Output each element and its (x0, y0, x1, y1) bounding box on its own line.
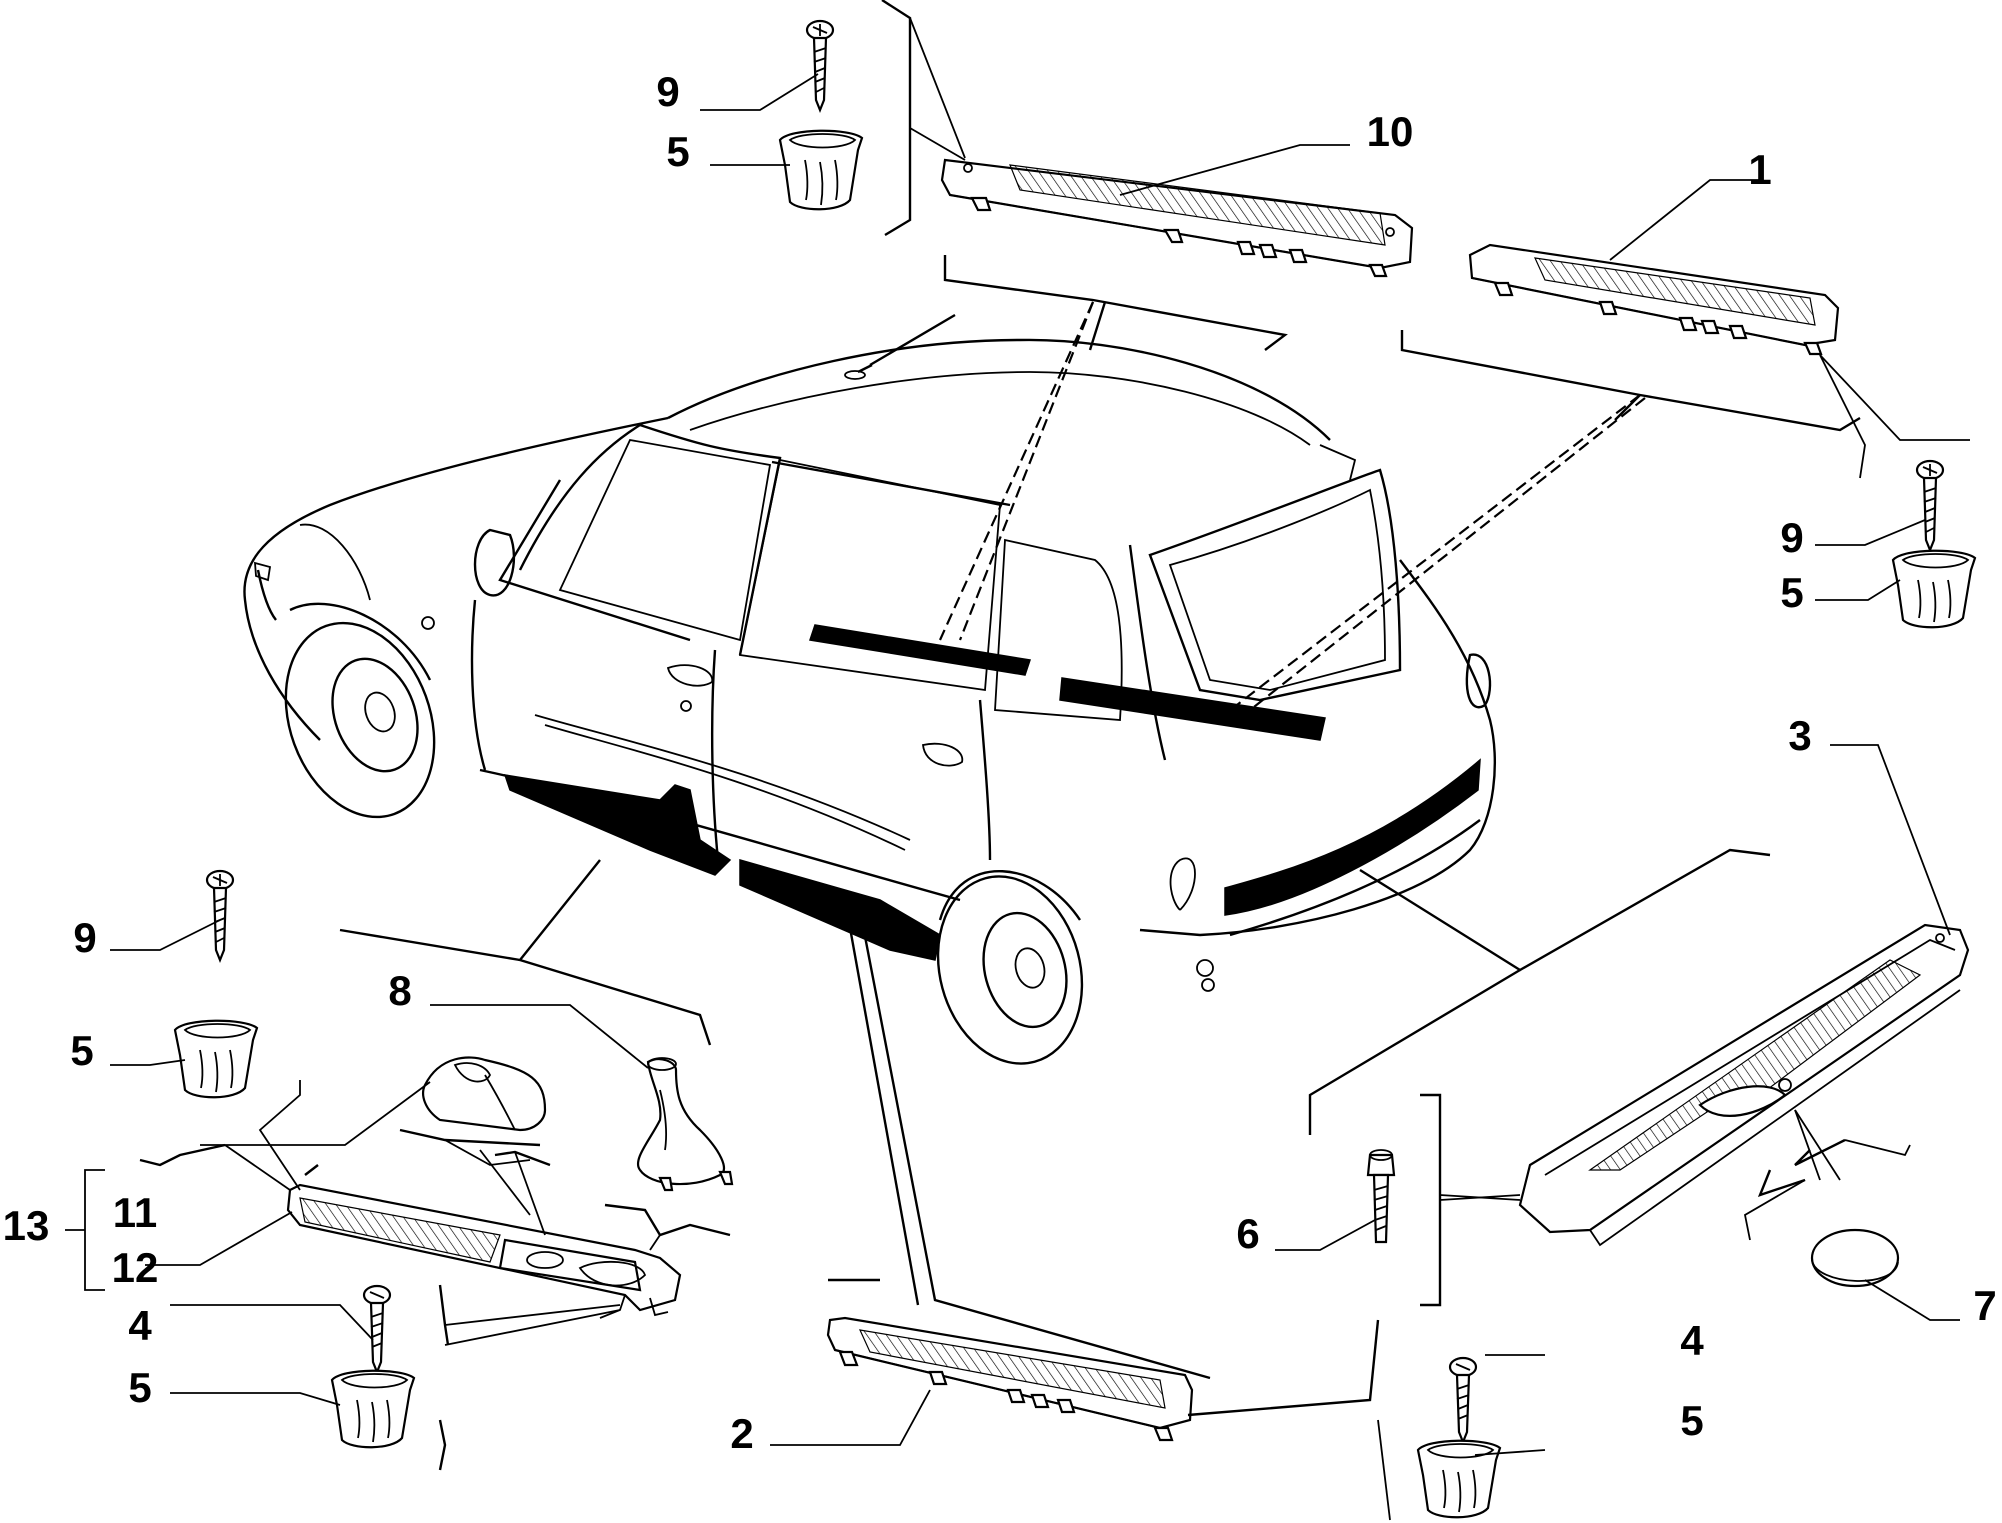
clip-5-bottom-left (330, 1369, 416, 1449)
callout-1: 1 (1748, 146, 1771, 193)
clip-5-top (778, 129, 864, 211)
cover-cap (422, 1056, 547, 1132)
leader-lines (65, 73, 1960, 1456)
sill-plate-1 (1468, 243, 1840, 356)
callout-13: 13 (3, 1202, 50, 1249)
sill-plate-11-12 (286, 1183, 682, 1319)
callout-5-left: 5 (70, 1027, 93, 1074)
callout-9-top: 9 (656, 68, 679, 115)
reference-lines (139, 0, 1970, 1521)
rear-sill-plate-3 (1518, 923, 1970, 1247)
callout-7: 7 (1973, 1282, 1996, 1329)
callout-9-left: 9 (73, 914, 96, 961)
clip-5-right (1891, 549, 1977, 629)
screw-4-right (1448, 1356, 1478, 1445)
screw-9-left (205, 869, 235, 963)
callout-6: 6 (1236, 1210, 1259, 1257)
callout-5-bottom-left: 5 (128, 1364, 151, 1411)
screw-4-left (362, 1284, 392, 1375)
vehicle-illustration (243, 313, 1497, 1065)
callout-5-bottom-right: 5 (1680, 1397, 1703, 1444)
bolt-6 (1366, 1149, 1396, 1244)
callout-9-right: 9 (1780, 514, 1803, 561)
callout-2: 2 (730, 1410, 753, 1457)
callout-3: 3 (1788, 712, 1811, 759)
callout-8: 8 (388, 967, 411, 1014)
callout-5-top: 5 (666, 128, 689, 175)
callout-5-right: 5 (1780, 569, 1803, 616)
callout-4-right: 4 (1680, 1317, 1704, 1364)
gear-lever-boot-8 (637, 1057, 734, 1192)
round-plug-7 (1810, 1228, 1900, 1288)
screw-9-right (1915, 459, 1945, 553)
clip-5-bottom-right (1416, 1439, 1502, 1519)
callout-12: 12 (112, 1244, 159, 1291)
callout-4-left: 4 (128, 1302, 152, 1349)
clip-5-left (173, 1019, 259, 1099)
callout-11: 11 (113, 1189, 157, 1236)
sill-plate-10 (940, 158, 1414, 278)
screw-9-top (805, 19, 835, 113)
callout-labels: 9 5 10 1 9 5 3 8 9 5 13 11 12 4 5 6 7 2 … (3, 68, 1997, 1457)
sill-plate-2 (826, 1316, 1194, 1442)
callout-10: 10 (1367, 108, 1414, 155)
